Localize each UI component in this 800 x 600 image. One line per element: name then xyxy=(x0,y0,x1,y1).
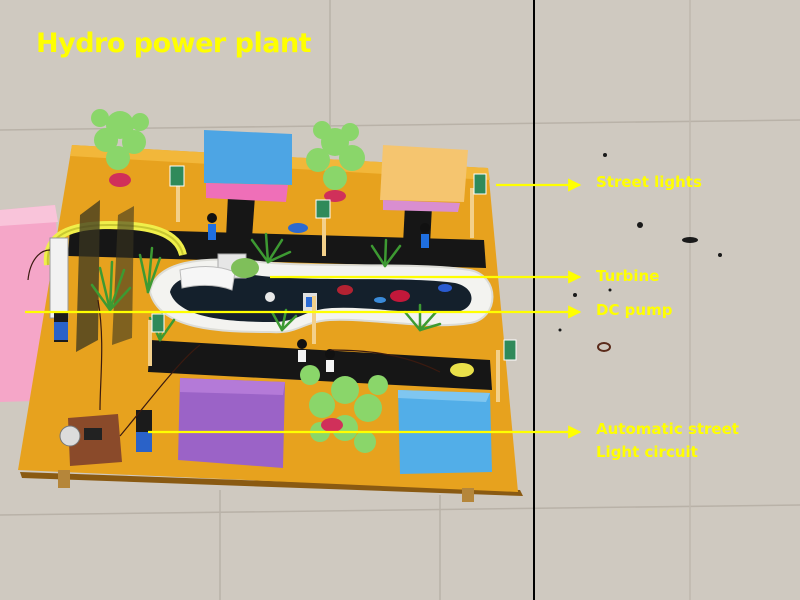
label-street-lights: Street lights xyxy=(596,173,702,191)
label-dc-pump: DC pump xyxy=(596,301,673,319)
street-light-posts xyxy=(148,165,517,402)
label-automatic-circuit-line2: Light circuit xyxy=(596,443,698,461)
floor-stains xyxy=(558,153,722,352)
label-automatic-circuit-line1: Automatic street xyxy=(596,420,739,438)
page-title: Hydro power plant xyxy=(36,28,312,59)
house-tan xyxy=(380,145,468,212)
circuit-board xyxy=(54,312,152,466)
trees xyxy=(91,109,388,453)
label-automatic-circuit: Automatic street Light circuit xyxy=(596,418,739,464)
figures xyxy=(207,213,474,377)
turbine-model xyxy=(179,253,259,291)
annotation-lines xyxy=(25,178,582,439)
house-purple xyxy=(178,378,285,468)
label-turbine: Turbine xyxy=(596,267,660,285)
house-blue-top xyxy=(204,130,292,202)
